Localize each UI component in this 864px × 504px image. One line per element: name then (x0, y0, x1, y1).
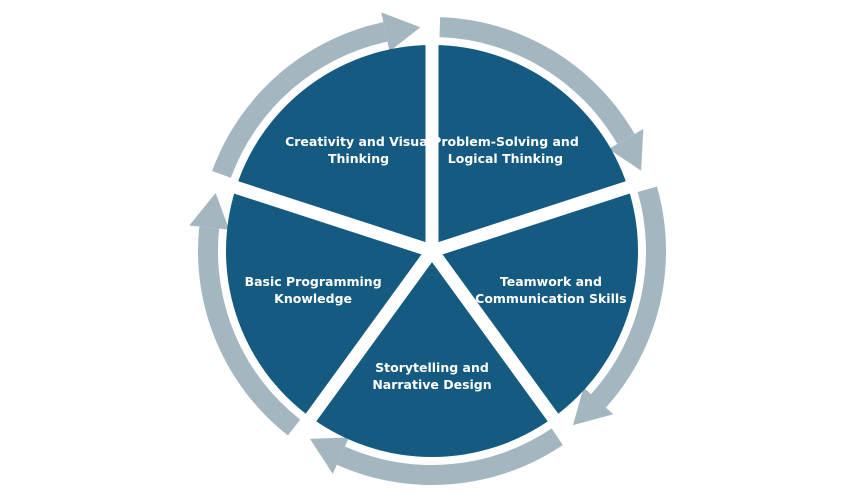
segment-divider (429, 170, 664, 258)
ring-arrow-body (212, 22, 388, 178)
pie-segment (310, 251, 554, 458)
ring-arrow-head (608, 129, 644, 171)
ring-arrow-body (336, 428, 563, 485)
segment-label-problem-solving: Problem-Solving and Logical Thinking (432, 133, 579, 166)
ring-arrow-body (591, 186, 666, 408)
segment-label-teamwork: Teamwork and Communication Skills (475, 273, 627, 306)
segment-divider (200, 170, 435, 258)
pie-segment (226, 187, 432, 418)
segment-label-creativity: Creativity and Visual Thinking (285, 133, 432, 166)
segment-divider (426, 247, 579, 450)
ring-arrow-body (439, 17, 635, 144)
segment-divider (285, 247, 438, 450)
ring-arrow-head (572, 387, 614, 426)
segment-label-storytelling: Storytelling and Narrative Design (372, 360, 492, 392)
segment-label-programming: Basic Programming Knowledge (244, 273, 382, 306)
ring-arrow-head (189, 193, 230, 230)
ring-arrow-body (197, 226, 301, 436)
pie-segment (432, 187, 639, 418)
ring-arrow-head (310, 437, 350, 474)
ring-arrow-head (381, 12, 421, 52)
